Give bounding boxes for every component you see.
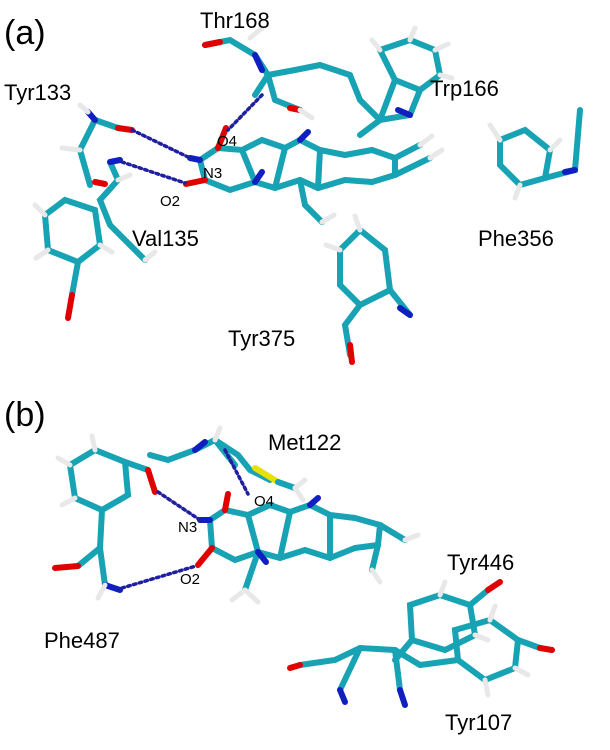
label-tyr375: Tyr375 <box>228 326 295 351</box>
label-o4-a: O4 <box>217 133 237 150</box>
hydrogen-bonds-b <box>120 448 250 590</box>
label-n3-a: N3 <box>203 165 222 182</box>
panel-a: (a) <box>4 8 583 365</box>
label-phe356: Phe356 <box>478 226 554 251</box>
panel-a-label: (a) <box>4 14 46 52</box>
panel-b-label: (b) <box>4 396 46 434</box>
panel-b: (b) <box>4 396 555 735</box>
residue-phe356-a <box>487 107 583 201</box>
residue-met122-b <box>147 425 308 503</box>
label-val135: Val135 <box>132 226 199 251</box>
residue-trp166-a <box>347 25 455 138</box>
label-n3-b: N3 <box>178 519 197 536</box>
hydrogen-bonds-a <box>120 93 264 185</box>
flavin-ring-b <box>195 491 421 605</box>
flavin-ring-a <box>183 125 445 225</box>
label-tyr446: Tyr446 <box>447 550 514 575</box>
label-tyr107: Tyr107 <box>445 710 512 735</box>
label-phe487: Phe487 <box>44 628 120 653</box>
label-trp166: Trp166 <box>430 76 499 101</box>
label-o2-b: O2 <box>180 571 200 588</box>
label-o2-a: O2 <box>160 193 180 210</box>
label-met122: Met122 <box>268 430 341 455</box>
residue-tyr133-ring-a <box>32 196 115 321</box>
residue-thr168-a <box>202 25 353 121</box>
residue-phe487-b <box>52 433 158 601</box>
residue-tyr107-b <box>287 603 555 708</box>
residue-val135-a <box>92 157 158 263</box>
label-thr168: Thr168 <box>200 8 270 33</box>
residue-tyr133-a <box>59 102 135 188</box>
label-o4-b: O4 <box>254 493 274 510</box>
residue-tyr446-b <box>392 579 503 663</box>
label-tyr133: Tyr133 <box>4 80 71 105</box>
residue-tyr375-a <box>323 213 413 365</box>
